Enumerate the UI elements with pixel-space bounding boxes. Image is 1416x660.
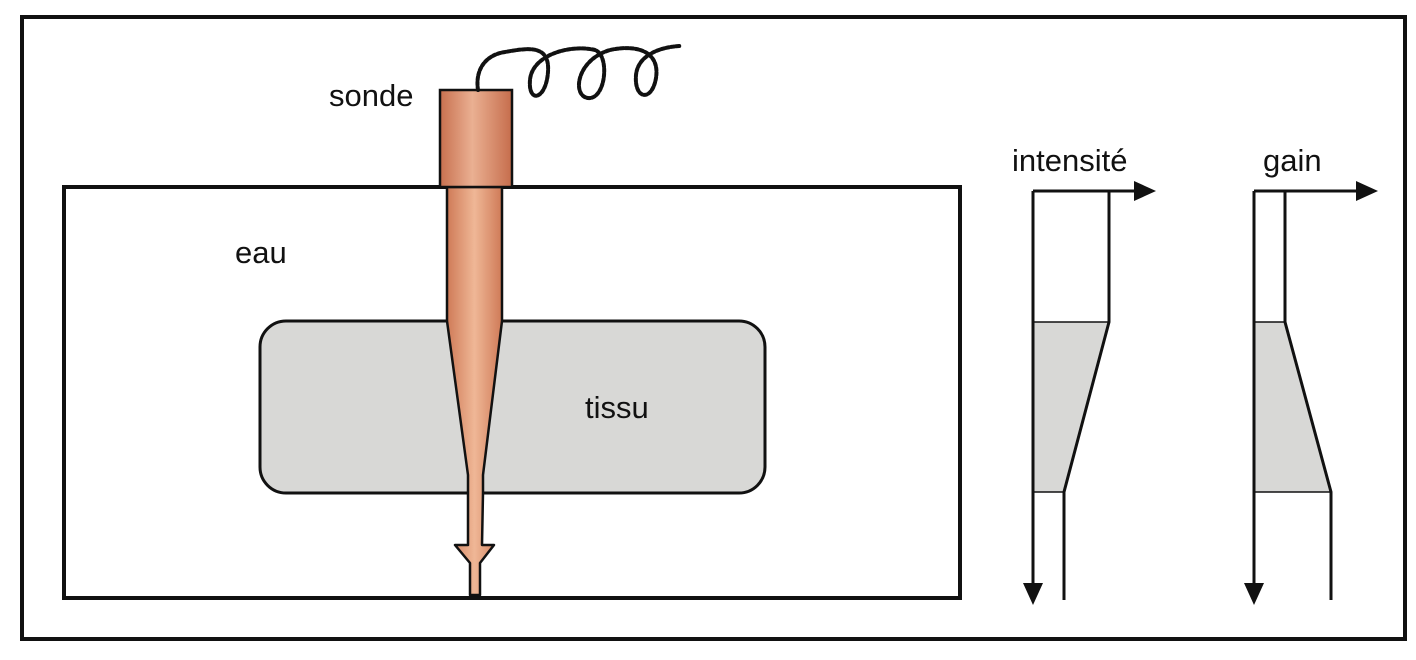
intensity-label: intensité [1012,143,1127,178]
gain-curve [1283,191,1333,600]
gain-graph [1244,181,1378,605]
tissue-label: tissu [585,390,649,425]
gain-label: gain [1263,143,1322,178]
intensity-attenuation-fill [1033,322,1109,492]
arrow-head-icon [1356,181,1378,201]
coiled-cable-icon [475,44,682,100]
ultrasound-beam [445,185,504,597]
arrow-head-icon [1134,181,1156,201]
tissue-block [258,319,767,495]
probe [438,88,514,189]
arrow-head-icon [1023,583,1043,605]
intensity-graph [1023,181,1156,605]
probe-label: sonde [329,78,413,113]
intensity-curve [1062,191,1111,600]
water-label: eau [235,235,287,270]
gain-compensation-fill [1254,322,1331,492]
arrow-head-icon [1244,583,1264,605]
